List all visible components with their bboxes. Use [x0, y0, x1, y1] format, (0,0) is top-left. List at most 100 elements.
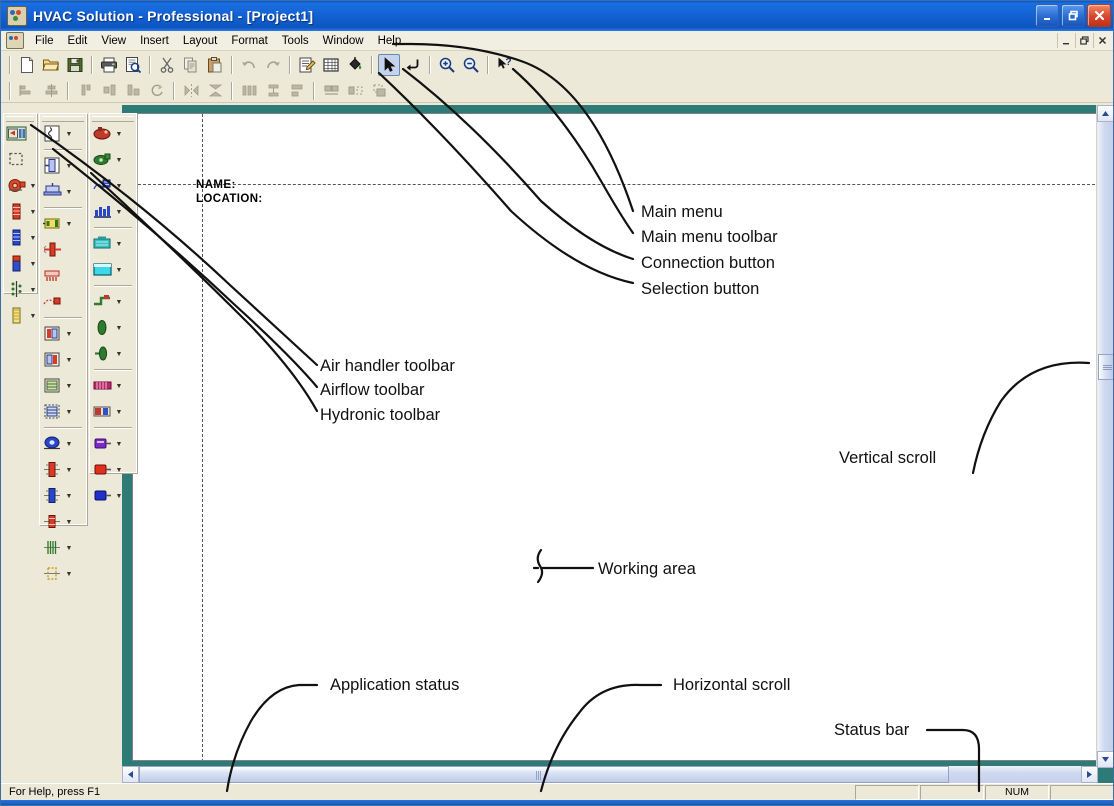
open-file-button[interactable] [40, 54, 62, 76]
mdi-minimize-button[interactable] [1057, 33, 1074, 48]
palette-grip[interactable] [6, 116, 34, 122]
dropdown-caret-icon[interactable]: ▼ [115, 156, 123, 164]
dropdown-caret-icon[interactable]: ▼ [29, 312, 37, 320]
undo-button[interactable] [238, 54, 260, 76]
dropdown-caret-icon[interactable]: ▼ [115, 350, 123, 358]
filter-section-tool[interactable]: ▼ [4, 251, 36, 277]
boiler-tool[interactable]: ▼ [90, 121, 136, 147]
dropdown-caret-icon[interactable]: ▼ [65, 544, 73, 552]
print-button[interactable] [98, 54, 120, 76]
dropdown-caret-icon[interactable]: ▼ [65, 518, 73, 526]
dropdown-caret-icon[interactable]: ▼ [115, 440, 123, 448]
dropdown-caret-icon[interactable]: ▼ [115, 324, 123, 332]
flip-vertical-button[interactable] [204, 80, 226, 102]
vertical-scroll-track[interactable] [1097, 122, 1113, 751]
damper-left-tool[interactable]: ▼ [40, 321, 86, 347]
menu-item-format[interactable]: Format [231, 34, 268, 47]
menu-item-view[interactable]: View [101, 34, 127, 47]
inline-fan-blue-tool[interactable]: ▼ [40, 483, 86, 509]
damper-section-tool[interactable]: ▼ [4, 303, 36, 329]
distribute-horizontal-button[interactable] [238, 80, 260, 102]
pipe-fitting-tool[interactable]: ▼ [90, 289, 136, 315]
close-button[interactable] [1087, 4, 1111, 27]
dropdown-caret-icon[interactable]: ▼ [115, 182, 123, 190]
dropdown-caret-icon[interactable]: ▼ [65, 188, 73, 196]
document-icon[interactable] [6, 32, 24, 49]
align-center-button[interactable] [40, 80, 62, 102]
palette-grip[interactable] [92, 116, 134, 122]
valve-green-tool[interactable]: ▼ [90, 315, 136, 341]
menu-item-insert[interactable]: Insert [140, 34, 169, 47]
flex-duct-tool[interactable]: ▼ [40, 535, 86, 561]
dropdown-caret-icon[interactable]: ▼ [65, 220, 73, 228]
minimize-button[interactable] [1035, 4, 1059, 27]
align-middle-button[interactable] [98, 80, 120, 102]
cooling-tower-tool[interactable]: ▼ [90, 199, 136, 225]
restore-button[interactable] [1061, 4, 1085, 27]
horizontal-scroll-track[interactable] [139, 766, 1081, 783]
dropdown-caret-icon[interactable]: ▼ [29, 260, 37, 268]
mdi-restore-button[interactable] [1075, 33, 1092, 48]
scroll-left-button[interactable] [122, 766, 139, 783]
air-handler-unit-tool[interactable] [4, 121, 36, 147]
damper-right-tool[interactable]: ▼ [40, 347, 86, 373]
unit-heater-tool[interactable]: ▼ [90, 399, 136, 425]
centrifugal-fan-tool[interactable]: ▼ [40, 431, 86, 457]
dropdown-caret-icon[interactable]: ▼ [115, 298, 123, 306]
properties-button[interactable] [296, 54, 318, 76]
fill-color-button[interactable] [344, 54, 366, 76]
dropdown-caret-icon[interactable]: ▼ [29, 182, 37, 190]
humidifier-tool[interactable]: ▼ [4, 277, 36, 303]
pump-blue-tool[interactable]: ▼ [90, 483, 136, 509]
context-help-button[interactable]: ? [494, 54, 516, 76]
cut-button[interactable] [156, 54, 178, 76]
menu-item-file[interactable]: File [35, 34, 54, 47]
connection-button[interactable] [402, 54, 424, 76]
palette-grip[interactable] [42, 116, 84, 122]
dropdown-caret-icon[interactable]: ▼ [65, 330, 73, 338]
dropdown-caret-icon[interactable]: ▼ [65, 570, 73, 578]
menu-item-window[interactable]: Window [322, 34, 364, 47]
pump-red-tool[interactable]: ▼ [90, 457, 136, 483]
dropdown-caret-icon[interactable]: ▼ [115, 266, 123, 274]
menu-item-edit[interactable]: Edit [67, 34, 88, 47]
dropdown-caret-icon[interactable]: ▼ [65, 130, 73, 138]
airflow-measure-tool[interactable] [40, 289, 86, 315]
paste-button[interactable] [204, 54, 226, 76]
dropdown-caret-icon[interactable]: ▼ [65, 466, 73, 474]
dropdown-caret-icon[interactable]: ▼ [65, 162, 73, 170]
save-button[interactable] [64, 54, 86, 76]
toolbar-grip[interactable] [9, 56, 11, 74]
grid-button[interactable] [320, 54, 342, 76]
menu-item-layout[interactable]: Layout [182, 34, 218, 47]
dropdown-caret-icon[interactable]: ▼ [65, 492, 73, 500]
scroll-up-button[interactable] [1097, 105, 1113, 122]
selection-button[interactable] [378, 54, 400, 76]
space-evenly-button[interactable] [286, 80, 308, 102]
redo-button[interactable] [262, 54, 284, 76]
new-document-button[interactable] [16, 54, 38, 76]
valve-green-alt-tool[interactable]: ▼ [90, 341, 136, 367]
dropdown-caret-icon[interactable]: ▼ [115, 208, 123, 216]
vav-box-tool[interactable] [40, 237, 86, 263]
dropdown-caret-icon[interactable]: ▼ [115, 382, 123, 390]
radiator-tool[interactable]: ▼ [90, 373, 136, 399]
distribute-vertical-button[interactable] [262, 80, 284, 102]
diffuser-tool[interactable]: ▼ [40, 179, 86, 205]
menu-item-help[interactable]: Help [377, 34, 402, 47]
dropdown-caret-icon[interactable]: ▼ [65, 382, 73, 390]
grille-tool[interactable] [40, 263, 86, 289]
fan-blower-tool[interactable]: ▼ [4, 173, 36, 199]
align-bottom-button[interactable] [122, 80, 144, 102]
rotate-button[interactable] [146, 80, 168, 102]
pump-purple-tool[interactable]: ▼ [90, 431, 136, 457]
dropdown-caret-icon[interactable]: ▼ [29, 234, 37, 242]
cooling-coil-tool[interactable]: ▼ [4, 225, 36, 251]
dropdown-caret-icon[interactable]: ▼ [115, 408, 123, 416]
dropdown-caret-icon[interactable]: ▼ [115, 466, 123, 474]
scroll-right-button[interactable] [1081, 766, 1098, 783]
dropdown-caret-icon[interactable]: ▼ [115, 240, 123, 248]
align-left-button[interactable] [16, 80, 38, 102]
dropdown-caret-icon[interactable]: ▼ [115, 492, 123, 500]
scroll-down-button[interactable] [1097, 751, 1113, 768]
